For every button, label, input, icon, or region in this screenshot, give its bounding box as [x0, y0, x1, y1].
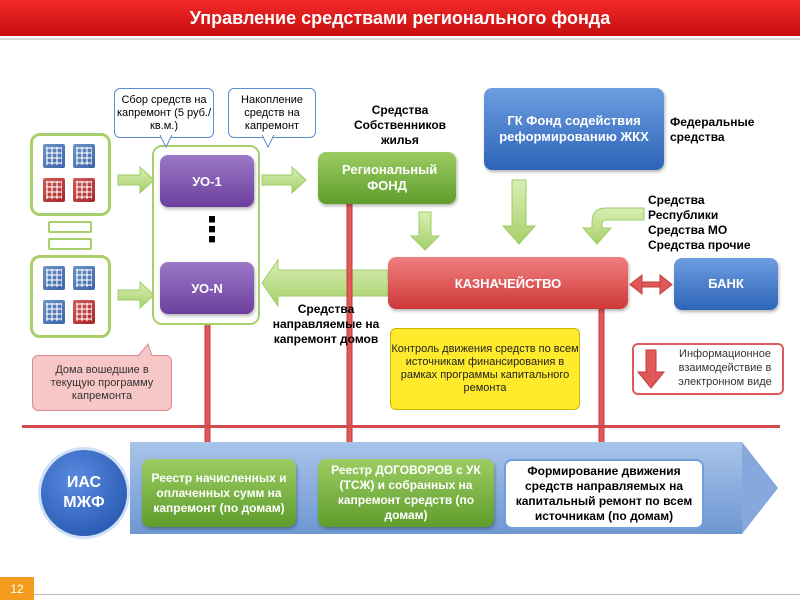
federal-funds-label: Федеральные средства — [670, 115, 755, 144]
registry-formation: Формирование движения средств направляем… — [504, 459, 704, 529]
building-icon — [73, 144, 95, 168]
footer-line — [0, 594, 800, 595]
treasury-node: КАЗНАЧЕЙСТВО — [388, 257, 628, 309]
bank-label: БАНК — [708, 276, 744, 291]
building-icon — [73, 300, 95, 324]
regional-fund-label: Региональный ФОНД — [342, 162, 438, 193]
slide-number-text: 12 — [10, 581, 24, 596]
bank-node: БАНК — [674, 258, 778, 310]
callout-houses: Дома вошедшие в текущую программу капрем… — [32, 355, 172, 411]
legend-arrow — [636, 349, 666, 389]
treasury-label: КАЗНАЧЕЙСТВО — [454, 275, 562, 291]
callout-control: Контроль движения средств по всем источн… — [390, 328, 580, 410]
gk-fund-label: ГК Фонд содействия реформированию ЖКХ — [499, 113, 649, 144]
ias-line1: ИАС — [66, 474, 102, 491]
page-title: Управление средствами регионального фонд… — [0, 0, 800, 36]
legend-text: Информационное взаимодействие в электрон… — [678, 348, 772, 388]
building-icon — [73, 266, 95, 290]
gk-fund-node: ГК Фонд содействия реформированию ЖКХ — [484, 88, 664, 170]
houses-group-n — [30, 255, 111, 338]
uon-node: УО-N — [160, 262, 254, 314]
ias-line2: МЖФ — [63, 494, 105, 511]
callout-control-text: Контроль движения средств по всем источн… — [391, 343, 579, 394]
arrow-gk-to-treasury — [501, 179, 537, 245]
callout-accumulation: Накопление средств на капремонт — [228, 88, 316, 138]
directed-funds-label: Средства направляемые на капремонт домов — [272, 302, 380, 346]
page-title-text: Управление средствами регионального фонд… — [189, 7, 611, 28]
arrow-uo1-to-fund — [261, 165, 307, 195]
uo1-label: УО-1 — [192, 173, 222, 189]
divider-line — [22, 425, 780, 428]
slide-number: 12 — [0, 577, 34, 600]
uon-label: УО-N — [191, 280, 223, 296]
equals-bar-bottom — [48, 238, 92, 250]
arrow-republic-to-treasury — [581, 207, 645, 245]
building-icon — [43, 144, 65, 168]
registry-contracts-text: Реестр ДОГОВОРОВ с УК (ТСЖ) и собранных … — [331, 463, 481, 522]
republic-funds-label: Средства Республики Средства МО Средства… — [648, 193, 751, 252]
arrow-treasury-bank — [629, 273, 673, 296]
building-icon — [43, 266, 65, 290]
uo1-node: УО-1 — [160, 155, 254, 207]
arrow-fund-to-treasury — [409, 211, 441, 251]
callout-houses-text: Дома вошедшие в текущую программу капрем… — [50, 363, 154, 402]
registry-formation-text: Формирование движения средств направляем… — [515, 464, 693, 523]
equals-bar-top — [48, 221, 92, 233]
building-icon — [73, 178, 95, 202]
registry-accrued-text: Реестр начисленных и оплаченных сумм на … — [151, 470, 287, 515]
regional-fund-node: Региональный ФОНД — [318, 152, 456, 204]
building-icon — [43, 178, 65, 202]
callout-collection-text: Сбор средств на капремонт (5 руб./кв.м.) — [116, 93, 212, 132]
building-icon — [43, 300, 65, 324]
registry-contracts: Реестр ДОГОВОРОВ с УК (ТСЖ) и собранных … — [318, 459, 494, 527]
ias-band-arrow-tip — [742, 442, 778, 534]
owners-funds-label: Средства Собственников жилья — [353, 103, 447, 147]
registry-accrued: Реестр начисленных и оплаченных сумм на … — [142, 459, 296, 527]
arrow-housesN-to-uon — [117, 280, 155, 310]
ias-mzhf-circle: ИАС МЖФ — [38, 447, 130, 539]
legend-box: Информационное взаимодействие в электрон… — [632, 343, 784, 395]
callout-accumulation-text: Накопление средств на капремонт — [241, 93, 303, 132]
title-divider — [0, 38, 800, 40]
houses-group-1 — [30, 133, 111, 216]
arrow-houses-to-uo1 — [117, 165, 155, 195]
